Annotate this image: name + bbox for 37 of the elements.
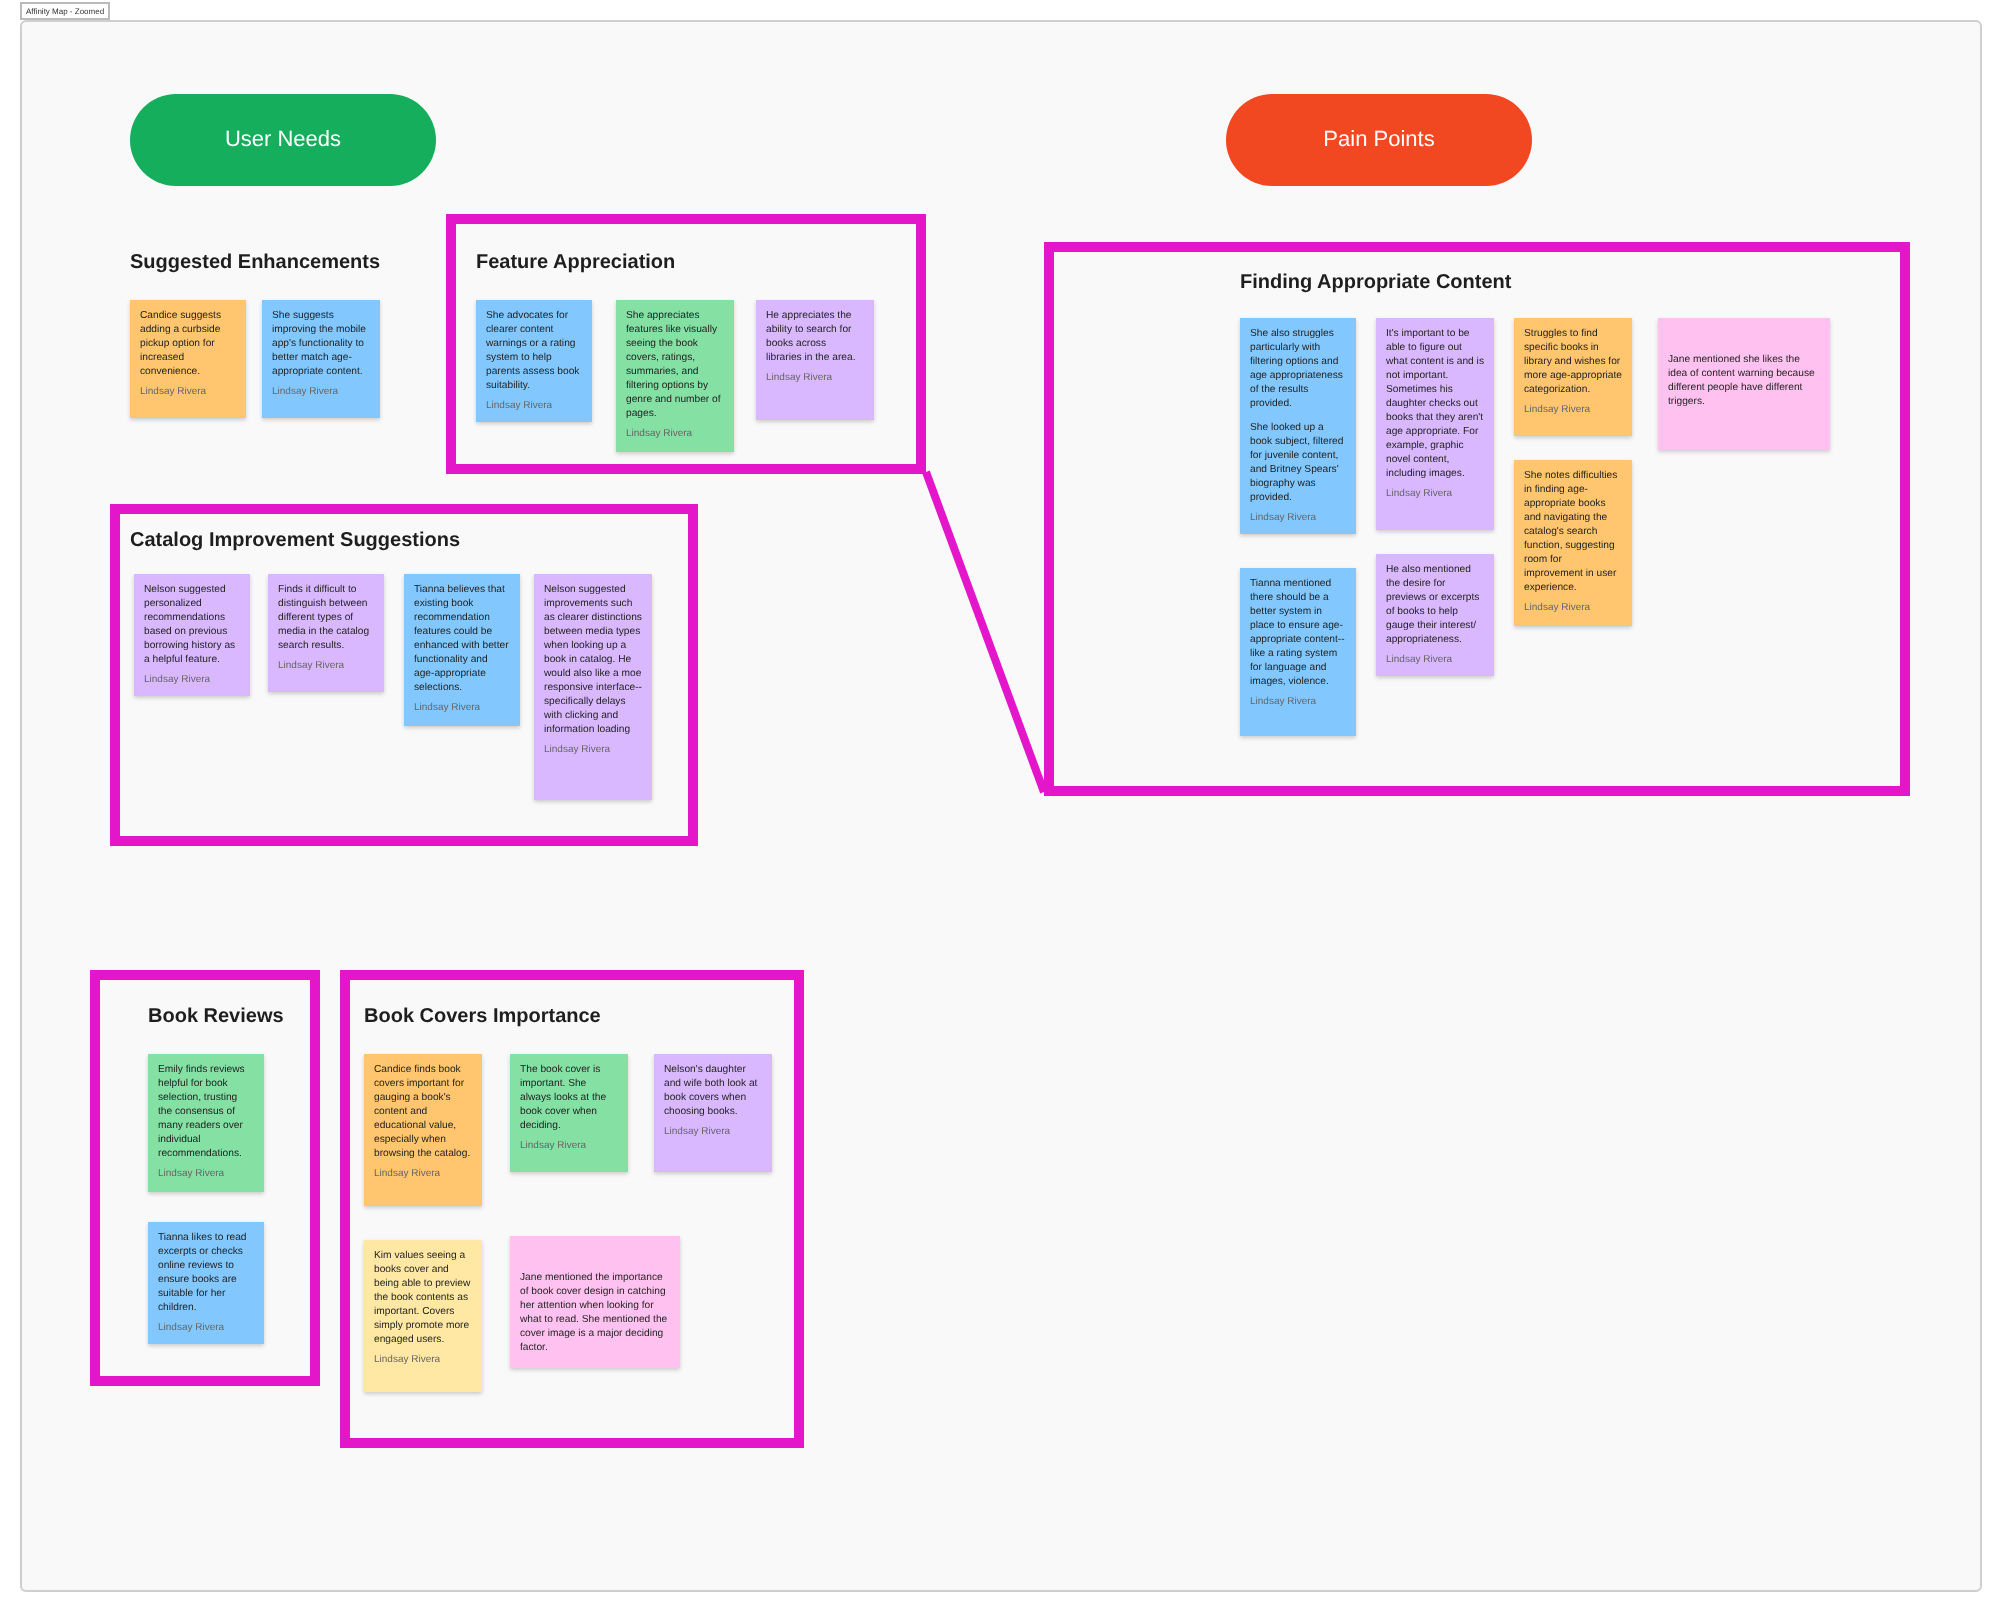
category-pill: User Needs [130,94,436,186]
sticky-note [1376,554,1494,676]
sticky-note [1240,318,1356,535]
sticky-note [756,300,874,420]
group-frame [110,504,698,846]
sticky-note [134,574,250,696]
sticky-note [1376,318,1494,530]
sticky-note [616,300,734,452]
category-pill: Pain Points [1226,94,1532,186]
connector-line [922,470,1048,794]
sticky-note [1658,318,1830,450]
group-title: Book Reviews [148,1006,284,1028]
sticky-note [1240,568,1356,736]
sticky-note [364,1240,482,1392]
sticky-note [1514,318,1632,436]
sticky-note [364,1054,482,1206]
group-frame [90,970,320,1386]
group-frame [1044,242,1910,796]
sticky-note [510,1236,680,1368]
sticky-note [476,300,592,422]
group-title: Feature Appreciation [476,252,676,274]
group-title: Finding Appropriate Content [1240,272,1512,294]
group-frame [446,214,926,474]
sticky-note [404,574,520,726]
sticky-note [148,1222,264,1344]
group-title: Catalog Improvement Suggestions [130,530,461,552]
group-title: Book Covers Importance [364,1006,601,1028]
sticky-note [1514,460,1632,626]
sticky-note [510,1054,628,1172]
sticky-note [148,1054,264,1192]
sticky-note [262,300,380,418]
sticky-note [130,300,246,418]
sticky-note [654,1054,772,1172]
group-frame [340,970,804,1448]
sticky-note [534,574,652,800]
group-heading: Suggested Enhancements [130,252,381,274]
sticky-note [268,574,384,692]
